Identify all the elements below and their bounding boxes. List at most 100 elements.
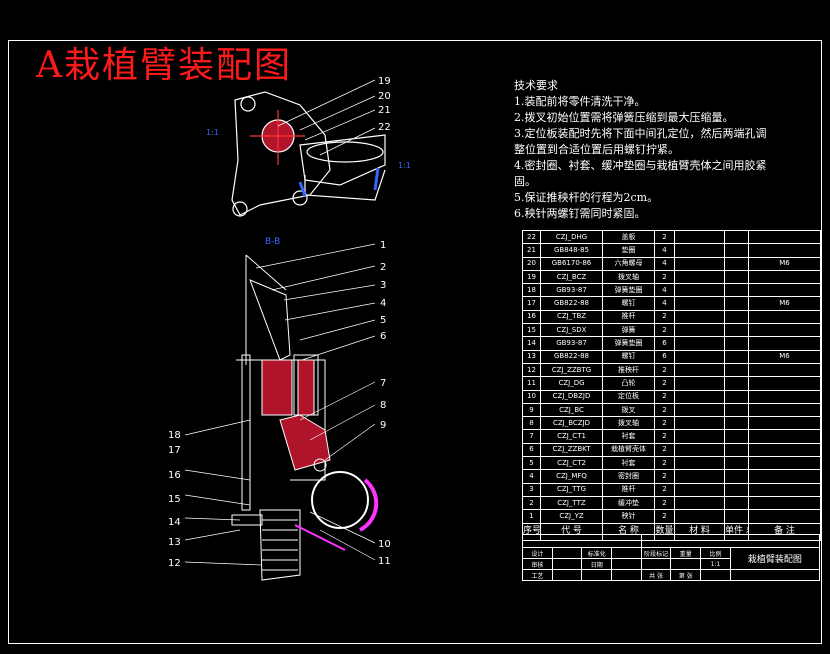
- cell-qty: 2: [654, 389, 675, 404]
- callout-3: 3: [380, 280, 386, 291]
- cell-qty: 4: [654, 283, 675, 298]
- cell-code: CZJ_CT1: [540, 429, 603, 444]
- cell-name: 定位板: [602, 389, 655, 404]
- cell-name: 弹簧垫圈: [602, 283, 655, 298]
- tb-scale: 1:1: [700, 558, 731, 570]
- cell-no: 3: [522, 482, 541, 497]
- tb-sheet: 第 张: [670, 569, 702, 581]
- cell-no: 9: [522, 402, 541, 418]
- callout-17: 17: [168, 445, 181, 456]
- tb-process: 工艺: [522, 569, 553, 581]
- tb-stage: 阶段标记: [640, 547, 672, 559]
- cell-no: 20: [522, 256, 541, 271]
- top-view: [231, 91, 386, 217]
- cell-qty: 2: [654, 269, 675, 285]
- cell-qty: 4: [654, 243, 675, 258]
- cell-qty: 2: [654, 456, 675, 471]
- cell-name: 拨叉轴: [602, 416, 655, 431]
- cell-no: 22: [522, 229, 541, 245]
- cell-note: [748, 243, 821, 258]
- cell-qty: 4: [654, 296, 675, 311]
- tb-scale-label: 比例: [700, 547, 731, 559]
- cell-note: [748, 229, 821, 245]
- callout-7: 7: [380, 378, 386, 389]
- requirement-item: 1.装配前将零件清洗干净。: [514, 95, 646, 108]
- requirement-item: 2.拨叉初始位置需将弹簧压缩到最大压缩量。: [514, 111, 734, 124]
- cell-qty: 2: [654, 429, 675, 444]
- cell-no: 2: [522, 495, 541, 511]
- cell-no: 14: [522, 336, 541, 351]
- cell-qty: 2: [654, 442, 675, 458]
- cell-no: 6: [522, 442, 541, 458]
- cell-no: 18: [522, 283, 541, 298]
- requirement-item: 5.保证推秧杆的行程为2cm。: [514, 191, 659, 204]
- cell-code: CZJ_BCZ: [540, 269, 603, 285]
- cell-code: CZJ_SDX: [540, 323, 603, 338]
- callout-8: 8: [380, 400, 386, 411]
- cell-code: CZJ_TBZ: [540, 309, 603, 325]
- cell-note: [748, 402, 821, 418]
- cell-note: [748, 482, 821, 497]
- view-label-top: B-B: [265, 237, 280, 247]
- cell-qty: 2: [654, 469, 675, 484]
- callout-9: 9: [380, 420, 386, 431]
- cell-no: 13: [522, 349, 541, 364]
- page-title: A栽植臂装配图: [36, 45, 292, 86]
- cell-name: 推杆: [602, 309, 655, 325]
- cell-note: [748, 283, 821, 298]
- cell-name: 螺钉: [602, 349, 655, 364]
- cell-note: [748, 442, 821, 458]
- cell-name: 拨叉: [602, 402, 655, 418]
- cell-code: CZJ_TTZ: [540, 495, 603, 511]
- title-block: 设计标准化 阶段标记重量比例 栽植臂装配图 审核日期 1:1 工艺 共 张第 张: [522, 534, 821, 642]
- cell-name: 栽植臂壳体: [602, 442, 655, 458]
- cell-no: 5: [522, 456, 541, 471]
- cell-no: 4: [522, 469, 541, 484]
- cell-note: [748, 323, 821, 338]
- cell-qty: 6: [654, 349, 675, 364]
- cell-note: [748, 495, 821, 511]
- callout-1: 1: [380, 240, 386, 251]
- callout-11: 11: [378, 556, 391, 567]
- cell-note: [748, 429, 821, 444]
- cell-no: 21: [522, 243, 541, 258]
- requirements-heading: 技术要求: [514, 79, 558, 92]
- cell-no: 17: [522, 296, 541, 311]
- cell-qty: 2: [654, 376, 675, 391]
- cell-qty: 2: [654, 323, 675, 338]
- cell-note: M6: [748, 256, 821, 271]
- cell-note: [748, 336, 821, 351]
- cell-code: GB848-85: [540, 243, 603, 258]
- cell-note: [748, 509, 821, 524]
- cell-name: 推杆: [602, 482, 655, 497]
- cell-no: 15: [522, 323, 541, 338]
- cell-code: CZJ_DHG: [540, 229, 603, 245]
- cell-no: 7: [522, 429, 541, 444]
- cell-name: 秧针: [602, 509, 655, 524]
- cell-name: 衬套: [602, 456, 655, 471]
- cell-note: M6: [748, 296, 821, 311]
- callout-13: 13: [168, 537, 181, 548]
- cell-code: CZJ_YZ: [540, 509, 603, 524]
- cell-name: 弹簧垫圈: [602, 336, 655, 351]
- cell-qty: 2: [654, 362, 675, 378]
- leader-lines: [184, 79, 376, 566]
- cell-name: 螺钉: [602, 296, 655, 311]
